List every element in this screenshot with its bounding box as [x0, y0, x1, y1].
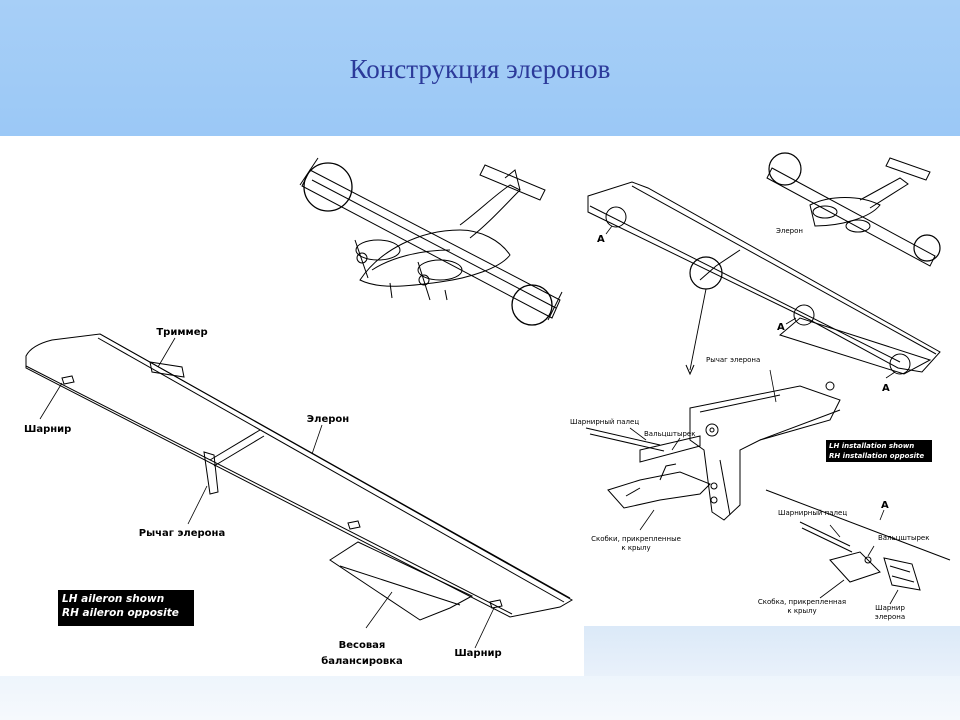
- header-band: Конструкция элеронов: [0, 0, 960, 136]
- label-hinge-top: Шарнир: [24, 424, 71, 435]
- callout-circle-wingtip-right: [511, 284, 553, 326]
- label-detail-pin: Шарнирный палец: [778, 509, 847, 517]
- label-detail-bushing: Вальцштырек: [878, 534, 929, 542]
- left-aileron-drawing: [25, 333, 574, 649]
- left-note-box: LH aileron shown RH aileron opposite: [58, 590, 194, 626]
- label-trim: Триммер: [156, 327, 207, 338]
- label-brackets-line1: Скобки, прикрепленные: [591, 535, 681, 543]
- label-right-lever: Рычаг элерона: [706, 356, 760, 364]
- label-detail-a: А: [881, 500, 889, 511]
- aircraft-thumbnail: [766, 152, 941, 267]
- right-aileron-drawing: [587, 181, 941, 379]
- left-note-line1: LH aileron shown: [62, 593, 165, 605]
- label-callout-a3: А: [882, 383, 890, 394]
- label-detail-bracket-line2: к крылу: [787, 607, 816, 615]
- aircraft-sketch: [299, 157, 563, 326]
- label-detail-hinge-line1: Шарнир: [875, 604, 905, 612]
- label-balance-line1: Весовая: [339, 640, 386, 651]
- slide-title: Конструкция элеронов: [349, 54, 611, 84]
- callout-circle-wingtip-left: [303, 162, 353, 212]
- label-bushing: Вальцштырек: [644, 430, 695, 438]
- label-hinge-bottom: Шарнир: [454, 648, 501, 659]
- label-balance-line2: балансировка: [321, 655, 403, 667]
- label-callout-a2: А: [777, 322, 785, 333]
- label-aileron: Элерон: [307, 414, 349, 425]
- bottom-decor-band: [0, 676, 960, 720]
- label-brackets-line2: к крылу: [621, 544, 650, 552]
- left-note-line2: RH aileron opposite: [62, 607, 179, 619]
- label-hinge-pin: Шарнирный палец: [570, 418, 639, 426]
- right-note-line2: RH installation opposite: [829, 452, 925, 460]
- label-right-aileron: Элерон: [776, 227, 803, 235]
- detail-a-drawing: [765, 489, 951, 605]
- right-decor-band: [584, 626, 960, 676]
- label-detail-hinge-line2: элерона: [875, 613, 905, 621]
- right-note-box: LH installation shown RH installation op…: [826, 440, 932, 462]
- label-callout-a1: А: [597, 234, 605, 245]
- lever-detail-drawing: [585, 369, 841, 531]
- right-note-line1: LH installation shown: [829, 442, 915, 450]
- label-lever: Рычаг элерона: [139, 528, 225, 539]
- label-detail-bracket-line1: Скобка, прикрепленная: [758, 598, 846, 606]
